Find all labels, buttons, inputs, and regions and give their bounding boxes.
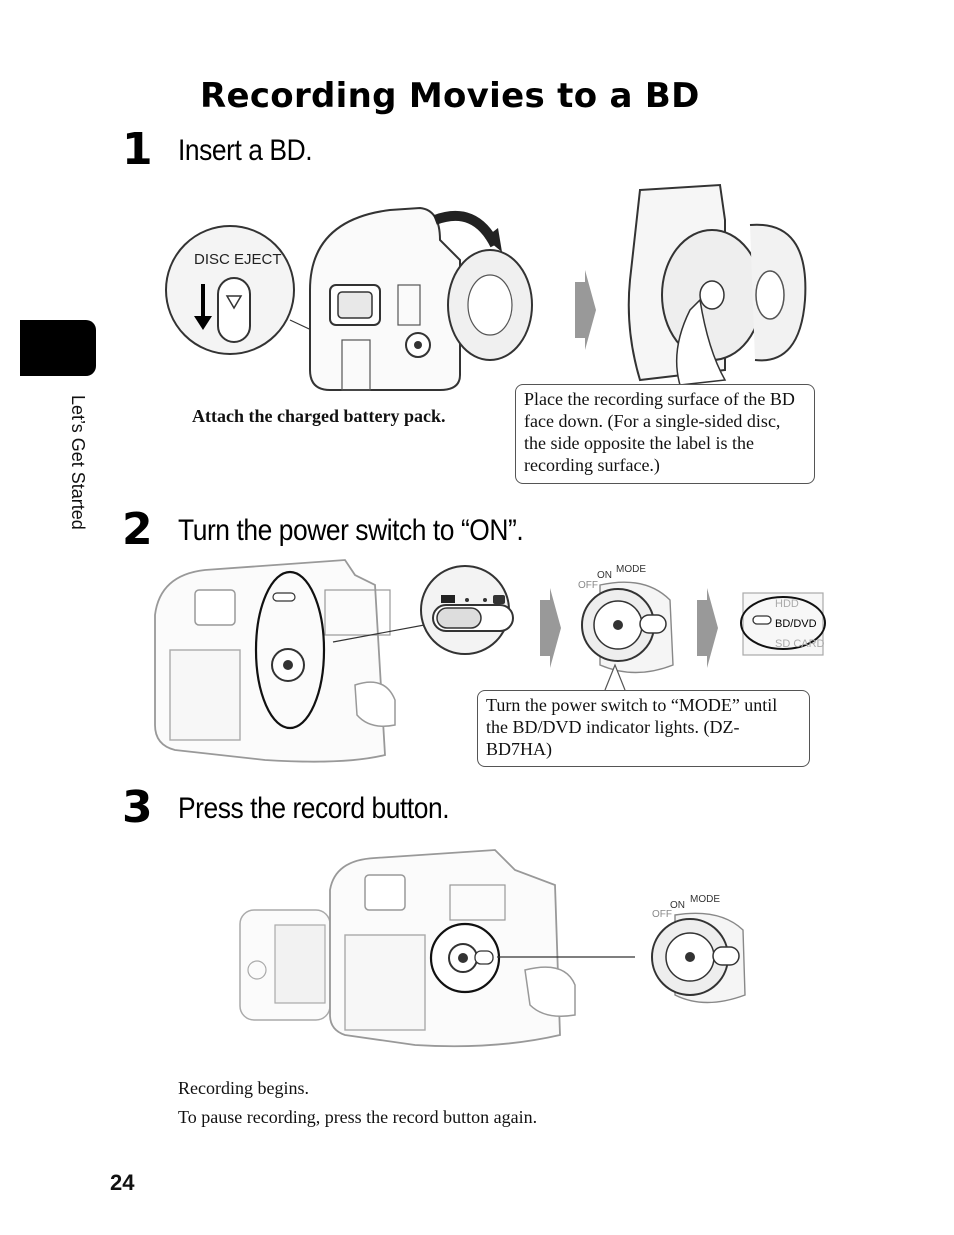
step-2-number: 2 [122,504,153,555]
step-3-number: 3 [122,782,153,833]
step-2-callout: Turn the power switch to “MODE” until th… [477,690,810,767]
dial-mode-label: MODE [616,564,646,575]
next-arrow-icon [575,270,596,350]
record-dial-mode-label: MODE [690,894,720,905]
step-3-note-1: Recording begins. [178,1078,309,1098]
indicator-sd-label: SD CARD [775,638,825,650]
next-arrow-icon-2 [697,588,718,668]
step-2-illustration: OFF ON MODE HDD BD/DVD SD CARD [154,559,826,763]
disc-eject-label: DISC EJECT [194,251,282,268]
mode-switch-detail [420,565,514,655]
camcorder-open-lcd-view [239,849,576,1048]
bd-dvd-indicator: HDD BD/DVD SD CARD [740,592,826,656]
next-arrow-icon-1 [540,588,561,668]
step-1-number: 1 [122,124,153,175]
battery-caption: Attach the charged battery pack. [192,406,446,426]
chapter-label: Let’s Get Started [68,395,88,530]
camera-icon [493,595,505,604]
movie-icon [441,595,455,603]
page-number: 24 [110,1170,135,1195]
chapter-tab [20,320,96,376]
step-1-illustration: DISC EJECT [165,183,807,391]
step-3-note-2: To pause recording, press the record but… [178,1107,538,1127]
page-title: Recording Movies to a BD [200,76,700,116]
step-2-heading: Turn the power switch to “ON”. [178,514,524,547]
step-3-heading: Press the record button. [178,792,450,825]
disc-eject-detail: DISC EJECT [165,225,295,355]
step-3-illustration: OFF ON MODE [239,849,746,1048]
record-dial-detail: OFF ON MODE [651,894,746,1004]
indicator-bd-dvd-label: BD/DVD [775,618,817,630]
camcorder-back-view [154,559,396,763]
step-1-callout: Place the recording surface of the BD fa… [515,384,815,484]
dial-off-label: OFF [578,580,598,591]
record-dial-off-label: OFF [652,909,672,920]
power-dial: OFF ON MODE [578,564,674,674]
dial-on-label: ON [597,570,612,581]
indicator-hdd-label: HDD [775,598,799,610]
step-1-heading: Insert a BD. [178,134,313,167]
disc-insert-view [627,183,807,386]
record-dial-on-label: ON [670,900,685,911]
camcorder-side-view [309,206,533,391]
